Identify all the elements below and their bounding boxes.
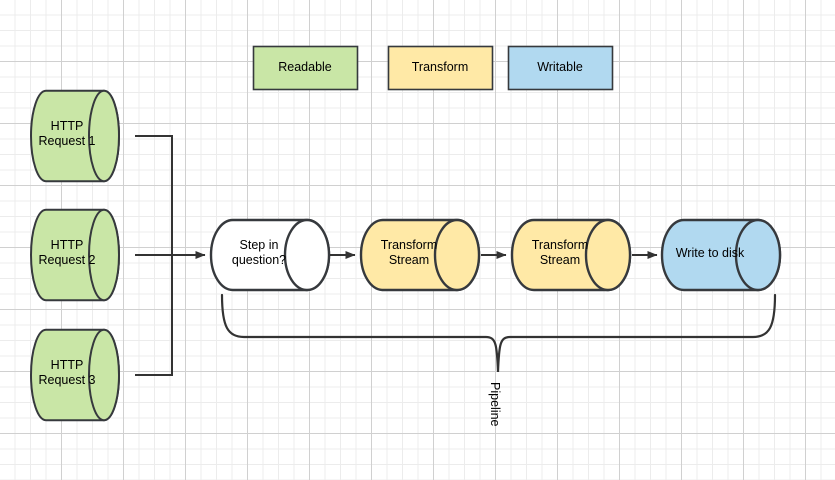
node-transform-stream-2[interactable] [510,218,632,292]
connector-req1-to-trunk [135,135,173,255]
legend-group [252,45,614,91]
node-http-request-1[interactable] [30,89,120,183]
node-transform-stream-2-cap [584,218,632,292]
legend-swatch-readable [252,45,359,91]
legend-swatch-transform [387,45,494,91]
pipeline-brace [220,293,777,373]
node-transform-stream-1[interactable] [359,218,481,292]
connector-group-left [135,135,206,376]
node-write-to-disk-cap [734,218,782,292]
connector-req3-to-trunk [135,255,173,376]
node-http-request-1-cap [88,89,120,183]
node-http-request-3[interactable] [30,328,120,422]
node-transform-stream-1-cap [433,218,481,292]
node-http-request-2[interactable] [30,208,120,302]
node-write-to-disk[interactable] [660,218,782,292]
node-step-in-question-cap [283,218,331,292]
node-http-request-2-cap [88,208,120,302]
node-step-in-question[interactable] [209,218,331,292]
legend-swatch-writable [507,45,614,91]
node-http-request-3-cap [88,328,120,422]
